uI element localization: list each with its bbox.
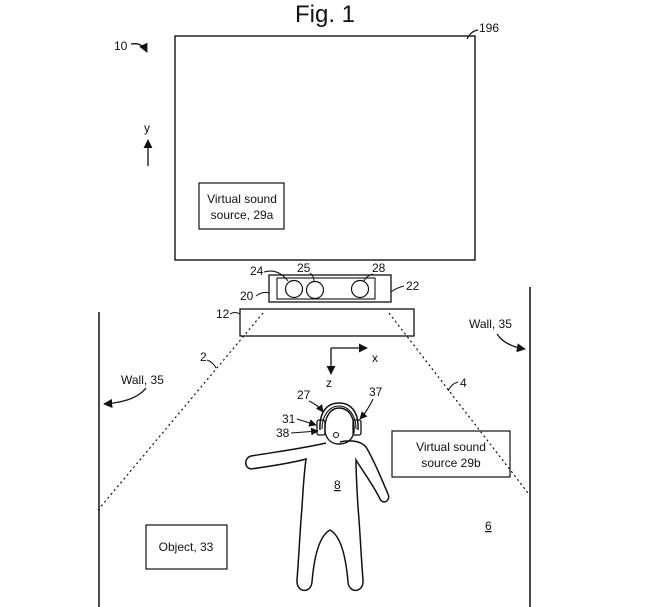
ref-27-arrow (308, 400, 324, 413)
y-axis-label: y (144, 121, 150, 135)
fov-line-2 (97, 312, 264, 511)
ref-38-arrow (290, 427, 319, 436)
person-body-outline (245, 440, 390, 592)
virtual-source-29b-line2: source 29b (421, 456, 481, 470)
ref-10-arrow (130, 42, 148, 53)
speaker-24 (284, 279, 304, 299)
ref-25-leader (309, 272, 315, 282)
ref-8-label: 8 (334, 478, 341, 492)
ref-22-label: 22 (406, 279, 420, 293)
ref-12-leader (229, 312, 241, 315)
ref-10-label: 10 (114, 39, 128, 53)
ref-27-label: 27 (297, 388, 311, 402)
mouth-mic (333, 432, 339, 438)
headphone-cup-left (316, 419, 326, 436)
device-12 (239, 308, 415, 337)
sound-bar-outer (268, 274, 392, 303)
ref-4-label: 4 (460, 376, 467, 390)
object-33-label: Object, 33 (159, 540, 214, 554)
speaker-25 (305, 280, 325, 300)
ref-37-arrow (359, 398, 374, 420)
ref-28-label: 28 (372, 261, 386, 275)
ref-2-label: 2 (200, 350, 207, 364)
wall-left-label: Wall, 35 (121, 373, 164, 387)
speaker-28 (350, 279, 370, 299)
sound-bar-inner (276, 277, 376, 300)
ref-196-leader (466, 29, 479, 40)
headphone-band (319, 402, 359, 431)
headphone-band-inner (321, 405, 357, 430)
ref-196-label: 196 (479, 21, 499, 35)
ref-20-leader (255, 291, 270, 297)
ref-25-label: 25 (297, 261, 311, 275)
virtual-source-29a-line2: source, 29a (211, 208, 274, 222)
virtual-source-29b-box (391, 430, 511, 478)
display-screen (174, 35, 476, 261)
virtual-source-29b-line1: Virtual sound (416, 440, 486, 454)
ref-4-leader (447, 381, 459, 392)
ref-38-label: 38 (276, 426, 290, 440)
ref-31-label: 31 (282, 412, 296, 426)
ref-20-label: 20 (240, 289, 254, 303)
wall-left-arrow (103, 387, 147, 409)
ref-24-leader (263, 270, 289, 282)
ref-22-leader (390, 285, 405, 293)
headphone-cup-right (352, 419, 362, 436)
z-axis-label: z (326, 376, 332, 390)
wall-right-label: Wall, 35 (469, 317, 512, 331)
ref-6-label: 6 (485, 519, 492, 533)
ref-37-label: 37 (369, 385, 383, 399)
figure-title: Fig. 1 (295, 1, 355, 28)
person-head (324, 407, 355, 445)
ref-2-leader (206, 359, 217, 369)
ref-24-label: 24 (250, 264, 264, 278)
ref-31-arrow (296, 418, 317, 427)
ref-28-leader (363, 273, 374, 282)
object-33-box (145, 524, 228, 570)
x-axis-label: x (372, 351, 378, 365)
virtual-source-29a-line1: Virtual sound (207, 192, 277, 206)
ref-12-label: 12 (216, 307, 230, 321)
wall-right-arrow (496, 333, 526, 353)
virtual-source-29a-box (198, 182, 285, 230)
